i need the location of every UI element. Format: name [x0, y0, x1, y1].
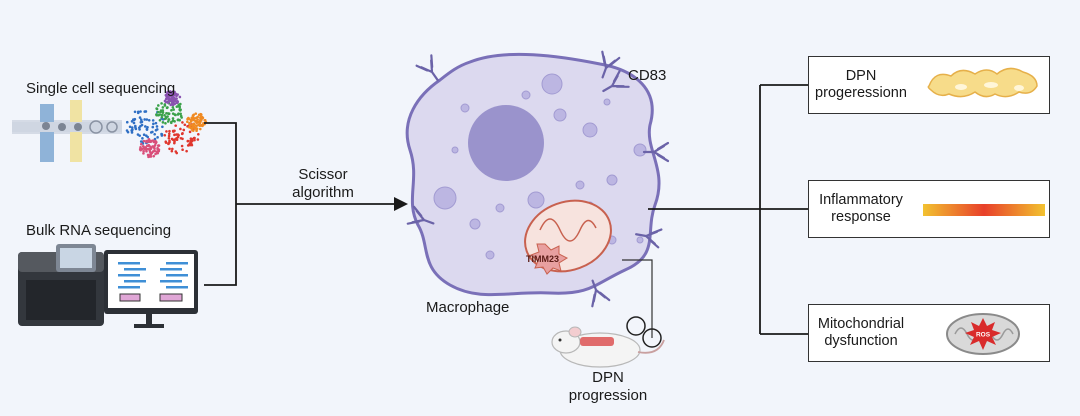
outcome-box-dpn-progression: DPN progeressionn	[808, 56, 1050, 114]
outcome-label-inflammatory-response: Inflammatory response	[819, 192, 903, 225]
inflammation-gradient-bar	[923, 204, 1045, 216]
cd83-label: CD83	[628, 67, 667, 84]
single-cell-sequencing-illustration	[12, 90, 208, 162]
bulk-rna-sequencing-label: Bulk RNA sequencing	[26, 222, 172, 239]
scissor-algorithm-label: Scissor algorithm	[292, 166, 354, 201]
outcome-label-dpn-progression: DPN progeressionn	[815, 68, 907, 101]
outcome-label-mitochondrial-dysfunction: Mitochondrial dysfunction	[817, 316, 905, 349]
single-cell-sequencing-label: Single cell sequencing	[26, 80, 176, 97]
mitochondria	[524, 199, 612, 275]
timm23-label: TIMM23	[526, 254, 560, 264]
sequencing-reads-display	[118, 262, 188, 289]
bulk-rna-sequencing-illustration	[18, 244, 198, 328]
damaged-mitochondria-icon: ROS	[946, 313, 1020, 355]
cd83-receptors	[406, 50, 670, 308]
macrophage-label: Macrophage	[426, 299, 510, 316]
mouse-link-line	[622, 259, 653, 338]
dpn-progression-model-label: DPN progression	[568, 369, 648, 404]
nerve-degeneration-icon	[927, 67, 1038, 98]
timm23-burst	[530, 243, 569, 275]
input-connector	[204, 122, 396, 286]
nucleus	[468, 105, 544, 181]
mouse-model	[551, 316, 665, 368]
outcome-box-inflammatory-response: Inflammatory response	[808, 180, 1050, 238]
umap-cluster-plot	[125, 90, 208, 159]
arrow-head	[394, 197, 408, 211]
outcome-box-mitochondrial-dysfunction: Mitochondrial dysfunction ROS	[808, 304, 1050, 362]
macrophage-cell	[405, 50, 670, 308]
ros-badge: ROS	[976, 332, 991, 339]
output-connector	[648, 84, 808, 335]
